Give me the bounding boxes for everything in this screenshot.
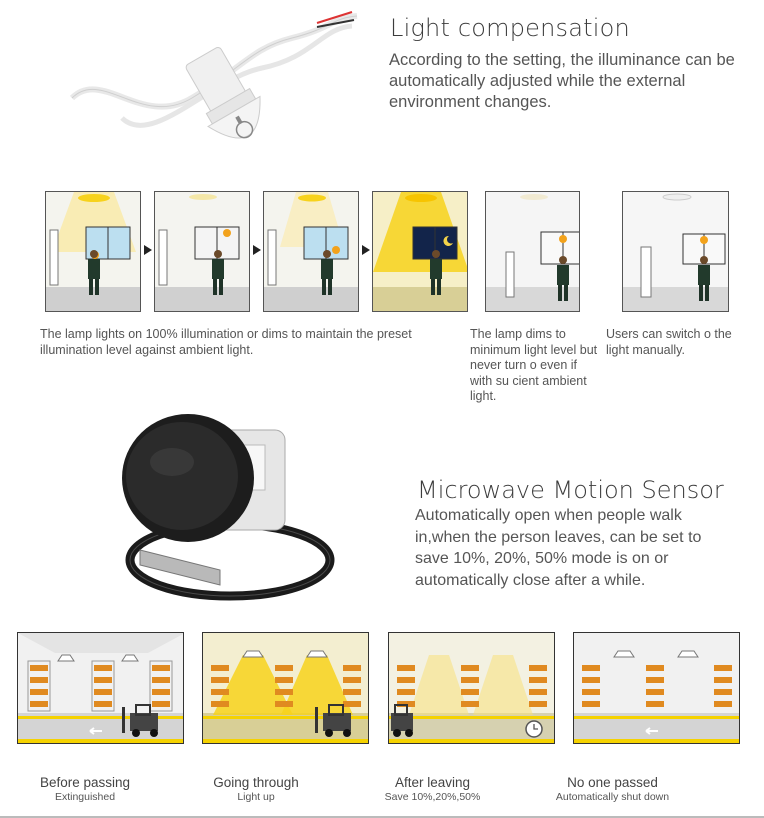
warehouse-panel-before-passing — [17, 632, 184, 744]
light-compensation-description: According to the setting, the illuminanc… — [389, 51, 735, 111]
arrow-right-icon — [362, 245, 370, 255]
room-panel-daylight-full — [45, 191, 141, 312]
room-caption-manual: Users can switch o the light manually. — [606, 327, 732, 357]
room-panel-dusk — [263, 191, 359, 312]
person-figure — [88, 250, 100, 295]
arrow-right-icon — [253, 245, 261, 255]
warehouse-panel-after-leaving — [388, 632, 555, 744]
microwave-sensor-image — [122, 414, 335, 601]
room-panel-minimum — [485, 191, 580, 312]
caption-after-leaving: After leaving Save 10%,20%,50% — [384, 775, 481, 803]
forklift-icon — [122, 704, 158, 737]
caption-no-one-passed: No one passed Automatically shut down — [555, 775, 670, 803]
warehouse-panel-going-through — [202, 632, 369, 744]
warehouse-panel-no-one-passed — [573, 632, 740, 744]
bottom-divider — [0, 816, 764, 818]
room-caption-minimum: The lamp dims to minimum light level but… — [470, 327, 598, 403]
microwave-sensor-title: Microwave Motion Sensor — [417, 476, 724, 504]
microwave-sensor-description: Automatically open when people walk in,w… — [415, 507, 702, 589]
room-panel-manual-off — [622, 191, 729, 312]
light-compensation-title: Light compensation — [390, 14, 630, 42]
daylight-sensor-image — [69, 11, 358, 139]
room-panel-night — [372, 191, 468, 312]
room-panel-daylight-dim — [154, 191, 250, 312]
caption-before-passing: Before passing Extinguished — [39, 775, 131, 803]
caption-going-through: Going through Light up — [213, 775, 299, 803]
clock-icon — [525, 720, 543, 738]
arrow-right-icon — [144, 245, 152, 255]
room-caption-full-or-dim: The lamp lights on 100% illumination or … — [40, 327, 412, 357]
